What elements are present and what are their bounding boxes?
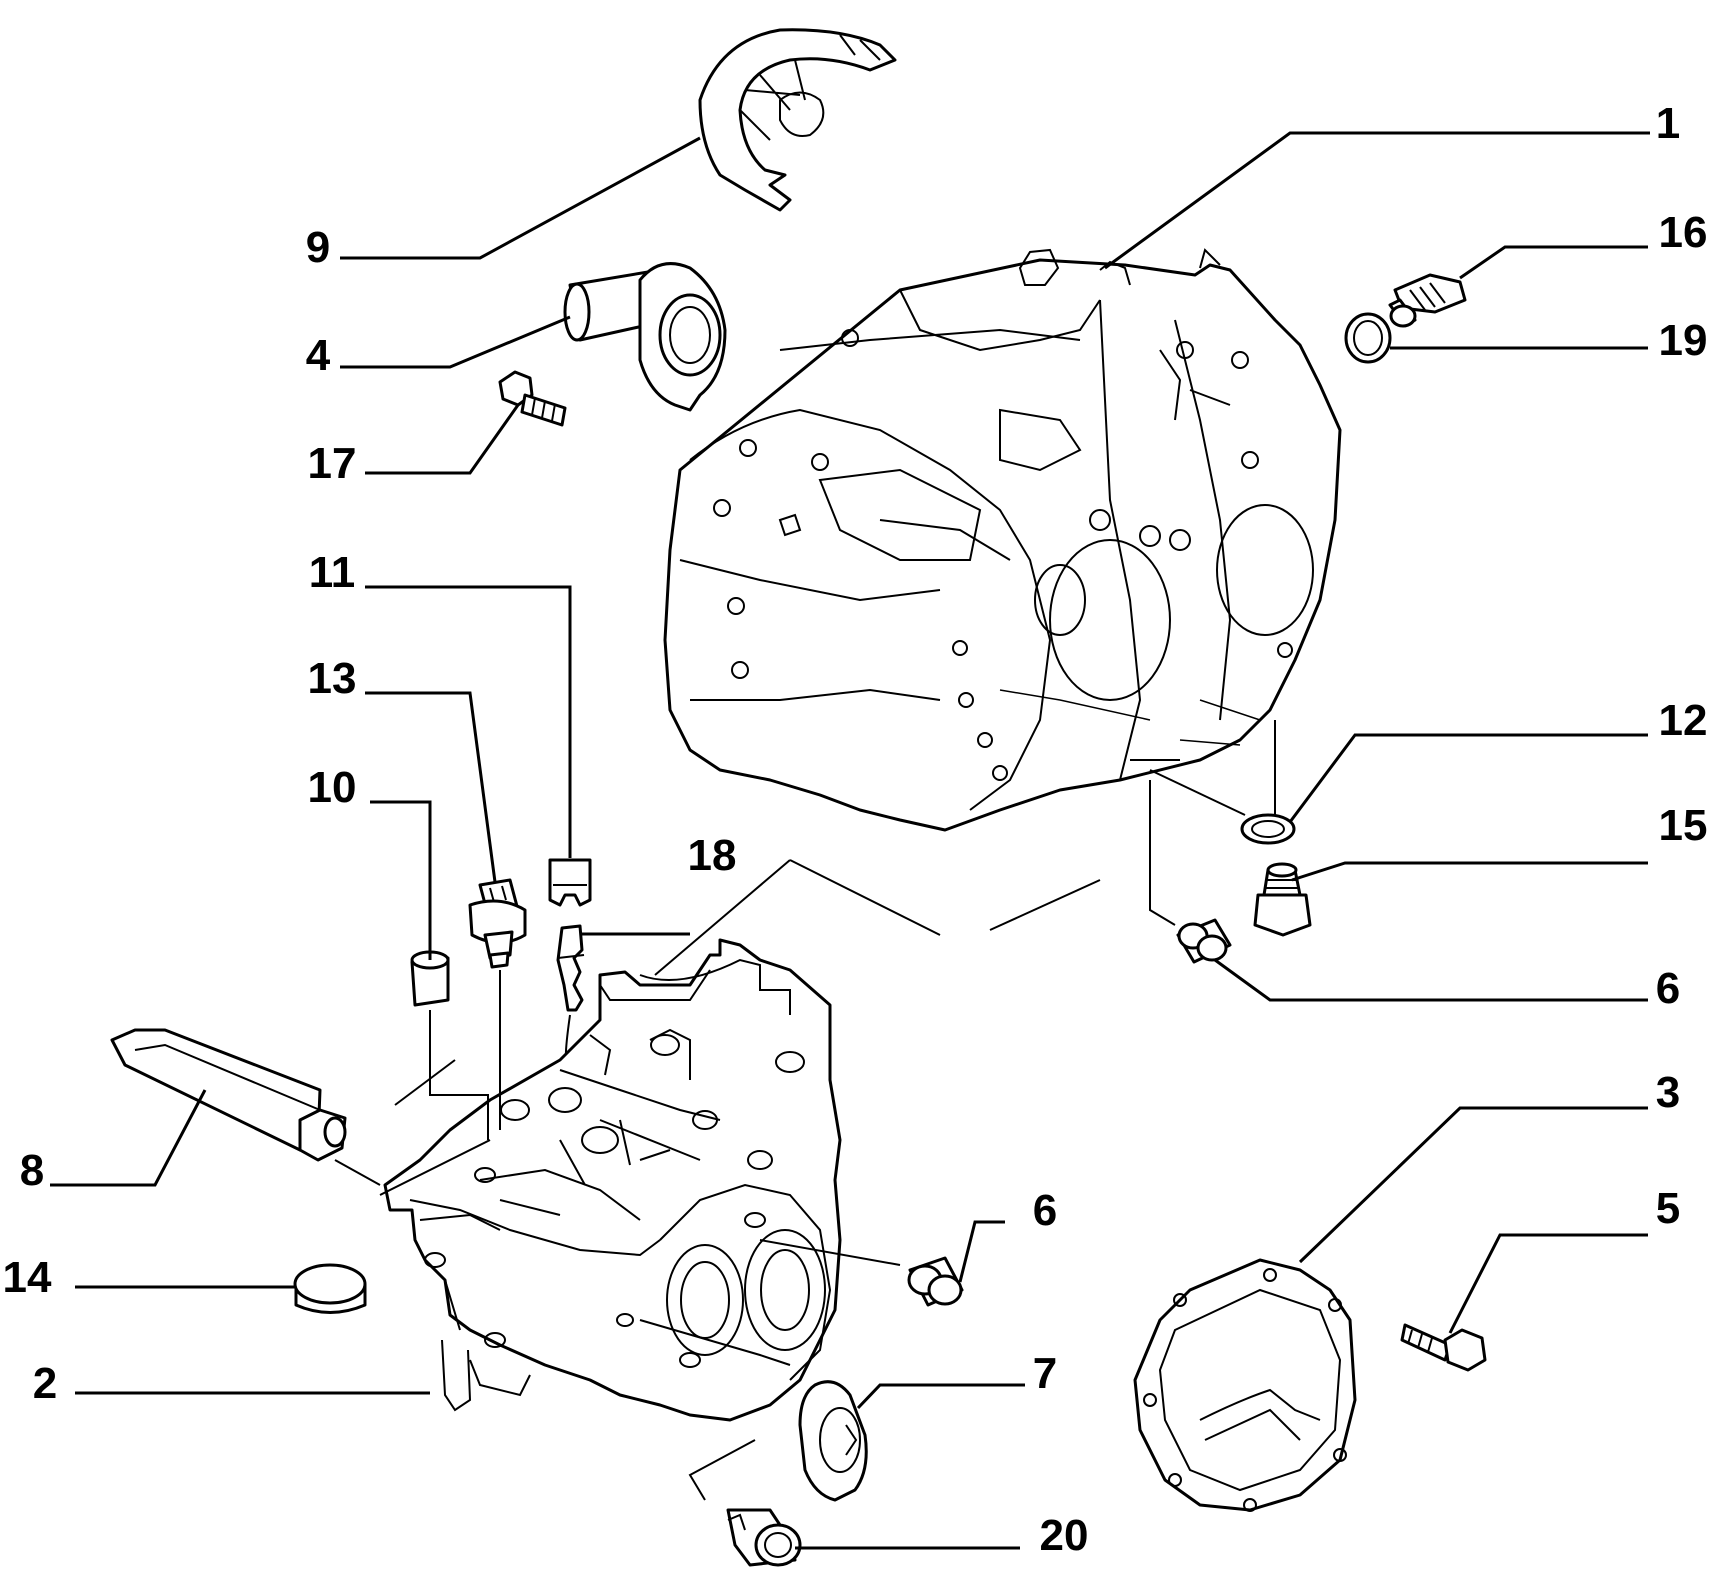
- part-6-dowel-upper: [1176, 918, 1232, 964]
- callout-18: 18: [688, 831, 737, 880]
- callout-17: 17: [308, 439, 357, 488]
- callout-11: 11: [309, 548, 356, 597]
- callout-13: 13: [308, 654, 357, 703]
- callout-4: 4: [306, 331, 331, 380]
- callout-16: 16: [1659, 208, 1708, 257]
- part-9-release-guard: [698, 28, 897, 212]
- callout-9: 9: [306, 223, 330, 272]
- part-19-washer: [1344, 312, 1392, 364]
- part-8-breather: [110, 1028, 347, 1162]
- callout-1: 1: [1656, 99, 1680, 148]
- part-16-plug: [1388, 273, 1467, 328]
- leader-lines: [50, 131, 1650, 1550]
- assembly-axes: [334, 699, 1276, 1501]
- part-13-switch: [468, 878, 527, 969]
- part-20-sleeve: [726, 1508, 802, 1567]
- part-14-cup-plug: [293, 1263, 367, 1314]
- callout-10: 10: [308, 763, 357, 812]
- callout-5: 5: [1656, 1184, 1680, 1233]
- part-3-side-cover: [1133, 1258, 1357, 1512]
- part-7-cover-plate: [798, 1380, 868, 1502]
- part-2-gearbox-casing: [383, 938, 842, 1422]
- part-12-washer: [1240, 813, 1296, 845]
- callout-8: 8: [20, 1146, 44, 1195]
- callout-2: 2: [33, 1359, 57, 1408]
- callout-15: 15: [1659, 801, 1708, 850]
- callout-labels: 1 16 19 12 15 6 3 5 6 7 20 9 4 17 11 13 …: [3, 99, 1708, 1560]
- callout-6-upper: 6: [1656, 964, 1680, 1013]
- callout-3: 3: [1656, 1068, 1680, 1117]
- part-11-connector: [548, 858, 592, 907]
- callout-14: 14: [3, 1253, 52, 1302]
- callout-12: 12: [1659, 696, 1708, 745]
- part-18-sensor: [556, 924, 585, 1061]
- part-1-clutch-housing: [663, 248, 1342, 832]
- part-15-plug: [1253, 862, 1312, 937]
- part-6-dowel-lower: [907, 1256, 964, 1307]
- callout-7: 7: [1033, 1349, 1057, 1398]
- part-17-bolt: [498, 370, 567, 427]
- callout-19: 19: [1659, 316, 1708, 365]
- part-5-screw: [1400, 1323, 1487, 1372]
- part-4-guide-sleeve: [563, 262, 727, 412]
- callout-20: 20: [1040, 1511, 1089, 1560]
- callout-6-lower: 6: [1033, 1186, 1057, 1235]
